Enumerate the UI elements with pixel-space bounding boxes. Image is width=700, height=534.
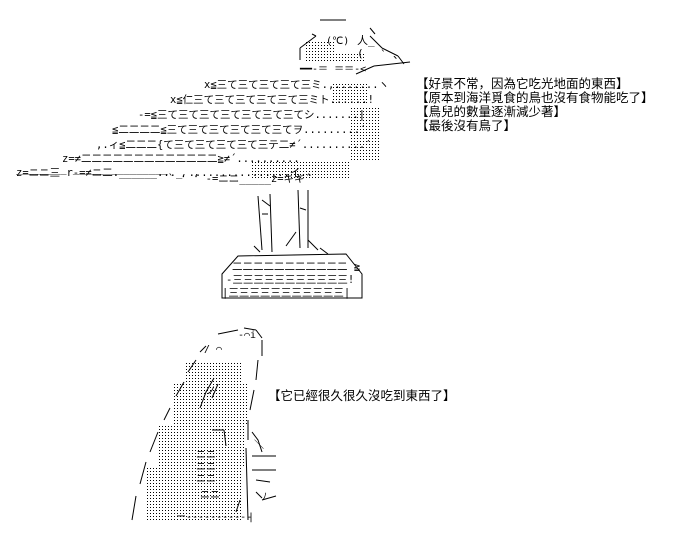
svg-text:人_: 人_ bbox=[357, 34, 375, 47]
svg-text:ニニ: ニニ bbox=[196, 474, 216, 485]
svg-text:‐⌒i: ‐⌒i bbox=[238, 330, 256, 341]
svg-text:ニニ: ニニ bbox=[196, 462, 216, 473]
svg-text:二二二二二二二二二二二 ≧: 二二二二二二二二二二二 ≧ bbox=[232, 261, 360, 273]
caption-line-2: 【原本到海洋覓食的鳥也沒有食物能吃了】 bbox=[416, 90, 654, 105]
svg-text:━━‐＝ ＝＝‐<: ━━‐＝ ＝＝‐< bbox=[299, 64, 366, 75]
svg-text:ー‐‐‐‐‐‐‐‐‐‐‐: ー‐‐‐‐‐‐‐‐‐‐‐ bbox=[176, 512, 252, 523]
svg-text:≦二二二二≦三て三て三て三て三て三てヲ.........′: ≦二二二二≦三て三て三て三て三て三てヲ.........′ bbox=[112, 124, 366, 136]
svg-text:-=≦三て三て三て三て三て三て三てシ.......|: -=≦三て三て三て三て三て三て三てシ.......| bbox=[138, 109, 365, 121]
seagull-captions: 【好景不常，因為它吃光地面的東西】 【原本到海洋覓食的鳥也沒有食物能吃了】 【鳥… bbox=[416, 77, 654, 133]
seagull-head bbox=[299, 19, 411, 75]
svg-text:ﾉ: ﾉ bbox=[262, 492, 267, 503]
svg-text:(: ( bbox=[357, 47, 364, 60]
svg-text:` ､: ` ､ bbox=[380, 48, 399, 61]
seagull-eye-label: (℃) bbox=[326, 36, 349, 47]
svg-text:/ ⌒: / ⌒ bbox=[204, 344, 222, 355]
caption-line-3: 【鳥兒的數量逐漸減少著】 bbox=[416, 104, 567, 119]
caption-line-4: 【最後沒有鳥了】 bbox=[416, 118, 517, 133]
svg-text:x≦仁三て三て三て三て三て三ミト......!: x≦仁三て三て三て三て三て三ミト......! bbox=[170, 94, 374, 106]
seagull-body: x≦三て三て三て三て三ミ.,.......ヽ x≦仁三て三て三て三て三て三ミト.… bbox=[16, 79, 389, 185]
seagull-legs bbox=[253, 189, 329, 255]
caption-line-bottom: 【它已經很久很久沒吃到東西了】 bbox=[268, 388, 456, 403]
caption-line-1: 【好景不常，因為它吃光地面的東西】 bbox=[416, 76, 629, 91]
svg-text:＼: ＼ bbox=[254, 439, 264, 451]
svg-text:z=≠二二二二二二二二二二二二二≧≠´..........: z=≠二二二二二二二二二二二二二≧≠´.......... bbox=[62, 153, 300, 165]
svg-text:|三三三三三三三三三三三|: |三三三三三三三三三三三| bbox=[222, 287, 350, 299]
svg-text:ニニ: ニニ bbox=[200, 490, 220, 501]
svg-text:ノ: ノ bbox=[206, 386, 216, 397]
creature-caption: 【它已經很久很久沒吃到東西了】 bbox=[268, 389, 456, 403]
svg-text:|: | bbox=[248, 512, 254, 523]
svg-text:,.ィ≦二二二{て三て三て三て三て三テ二≠´........: ,.ィ≦二二二{て三て三て三て三て三テ二≠´..........′ bbox=[96, 139, 371, 151]
svg-text:ニニ: ニニ bbox=[196, 450, 216, 461]
svg-text:z=ニニ三 r-=≠ニ二.______..._ .....: z=ニニ三 r-=≠ニ二.______..._ ................… bbox=[16, 167, 313, 179]
seagull-head-shading bbox=[304, 40, 336, 52]
svg-text:‾‾‾‾‾‾‾‾ ‾‾‾‾‾‾‾‾‾‾‾‾‾‾‾` ‘ ‘: ‾‾‾‾‾‾‾‾ ‾‾‾‾‾‾‾‾‾‾‾‾‾‾‾` ‘ ‘ -=ニニ_____z… bbox=[16, 173, 311, 185]
seagull-perch: 二二二二二二二二二二二 ≧ ‐三三三三三三三三三三三! |三三三三三三三三三三三… bbox=[221, 253, 363, 299]
svg-text:‐三三三三三三三三三三三!: ‐三三三三三三三三三三三! bbox=[226, 274, 354, 286]
